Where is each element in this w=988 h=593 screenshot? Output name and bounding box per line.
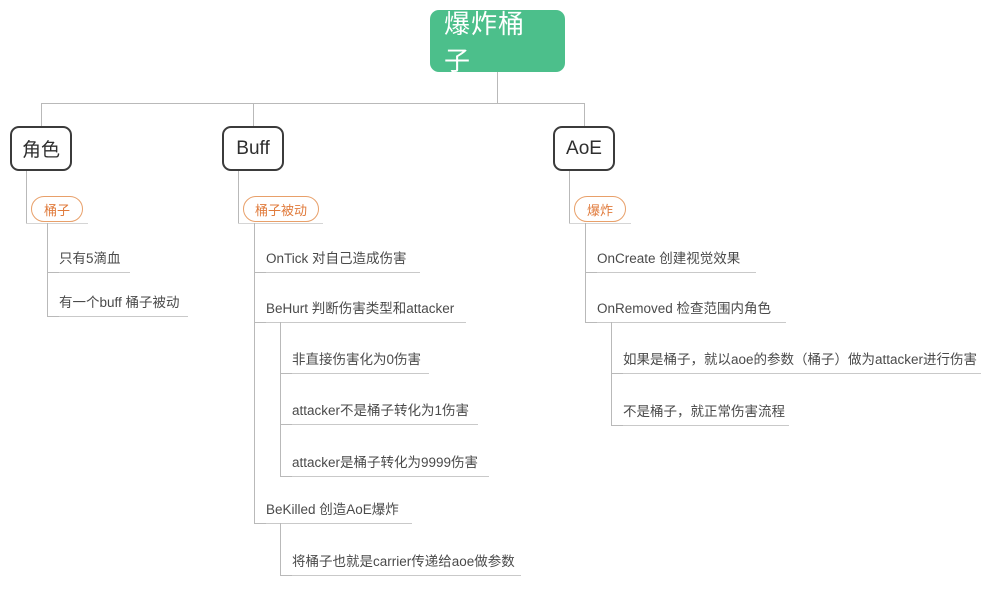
- leaf-item-label: 不是桶子，就正常伤害流程: [623, 404, 785, 419]
- leaf-item[interactable]: 有一个buff 桶子被动: [59, 295, 188, 317]
- leaf-item[interactable]: BeKilled 创造AoE爆炸: [266, 502, 412, 524]
- connector-bekilled-child-0-stub: [280, 575, 292, 576]
- branch-node-aoe[interactable]: AoE: [553, 126, 615, 171]
- underline-tag-buff: [238, 223, 323, 224]
- leaf-item-label: OnCreate 创建视觉效果: [597, 251, 741, 266]
- leaf-item[interactable]: 非直接伤害化为0伤害: [292, 352, 429, 374]
- leaf-item-label: attacker是桶子转化为9999伤害: [292, 455, 479, 470]
- tag-node-buff-label: 桶子被动: [254, 202, 307, 218]
- connector-behurt-child-1-stub: [280, 424, 292, 425]
- tag-node-role-label: 桶子: [43, 202, 70, 218]
- branch-node-buff[interactable]: Buff: [222, 126, 284, 171]
- connector-bekilled-spine: [280, 523, 281, 575]
- connector-aoe-spine-top: [569, 171, 570, 223]
- leaf-item-label: 如果是桶子，就以aoe的参数（桶子）做为attacker进行伤害: [623, 352, 978, 367]
- connector-role-item-0-stub: [47, 272, 59, 273]
- underline-tag-role: [26, 223, 88, 224]
- connector-buff-item-2-stub: [254, 523, 266, 524]
- root-node-label: 爆炸桶子: [444, 9, 526, 76]
- leaf-item-label: 只有5滴血: [59, 251, 121, 266]
- connector-role-spine-top: [26, 171, 27, 223]
- tag-node-aoe[interactable]: 爆炸: [574, 196, 626, 222]
- leaf-item[interactable]: 将桶子也就是carrier传递给aoe做参数: [292, 554, 521, 576]
- connector-buff-item-1-stub: [254, 322, 266, 323]
- tag-node-buff[interactable]: 桶子被动: [243, 196, 319, 222]
- leaf-item[interactable]: BeHurt 判断伤害类型和attacker: [266, 301, 466, 323]
- connector-root-bus: [41, 103, 585, 104]
- leaf-item-label: 将桶子也就是carrier传递给aoe做参数: [292, 554, 515, 569]
- leaf-item-label: BeHurt 判断伤害类型和attacker: [266, 301, 455, 316]
- leaf-item-label: BeKilled 创造AoE爆炸: [266, 502, 399, 517]
- connector-buff-spine-top: [238, 171, 239, 223]
- connector-behurt-spine: [280, 322, 281, 476]
- connector-aoe-item-0-stub: [585, 272, 597, 273]
- connector-aoe-item-1-stub: [585, 322, 597, 323]
- leaf-item[interactable]: OnCreate 创建视觉效果: [597, 251, 756, 273]
- connector-role-item-1-stub: [47, 316, 59, 317]
- tag-node-aoe-label: 爆炸: [586, 202, 613, 218]
- leaf-item[interactable]: 不是桶子，就正常伤害流程: [623, 404, 789, 426]
- underline-tag-aoe: [569, 223, 631, 224]
- leaf-item[interactable]: OnRemoved 检查范围内角色: [597, 301, 786, 323]
- leaf-item-label: OnRemoved 检查范围内角色: [597, 301, 772, 316]
- connector-onremoved-child-1-stub: [611, 425, 623, 426]
- branch-node-buff-label: Buff: [236, 137, 270, 159]
- leaf-item[interactable]: OnTick 对自己造成伤害: [266, 251, 420, 273]
- root-node[interactable]: 爆炸桶子: [430, 9, 565, 76]
- connector-behurt-child-0-stub: [280, 373, 292, 374]
- leaf-item[interactable]: 如果是桶子，就以aoe的参数（桶子）做为attacker进行伤害: [623, 352, 981, 374]
- leaf-item-label: 非直接伤害化为0伤害: [292, 352, 422, 367]
- leaf-item[interactable]: attacker是桶子转化为9999伤害: [292, 455, 489, 477]
- leaf-item-label: OnTick 对自己造成伤害: [266, 251, 407, 266]
- connector-behurt-child-2-stub: [280, 476, 292, 477]
- tag-node-role[interactable]: 桶子: [31, 196, 83, 222]
- connector-drop-aoe: [584, 103, 585, 126]
- connector-drop-buff: [253, 103, 254, 126]
- connector-drop-role: [41, 103, 42, 126]
- connector-role-items-spine: [47, 223, 48, 316]
- branch-node-aoe-label: AoE: [566, 137, 602, 159]
- connector-onremoved-child-0-stub: [611, 373, 623, 374]
- leaf-item[interactable]: attacker不是桶子转化为1伤害: [292, 403, 478, 425]
- leaf-item-label: attacker不是桶子转化为1伤害: [292, 403, 470, 418]
- leaf-item[interactable]: 只有5滴血: [59, 251, 130, 273]
- branch-node-role[interactable]: 角色: [10, 126, 72, 171]
- leaf-item-label: 有一个buff 桶子被动: [59, 295, 180, 310]
- branch-node-role-label: 角色: [22, 140, 61, 161]
- connector-root-stem: [497, 72, 498, 103]
- connector-buff-items-spine: [254, 223, 255, 523]
- connector-buff-item-0-stub: [254, 272, 266, 273]
